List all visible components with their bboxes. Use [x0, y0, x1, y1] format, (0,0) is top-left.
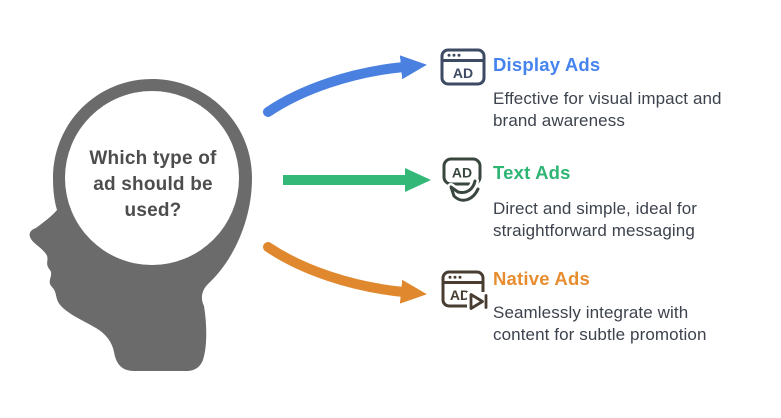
native-ads-icon: AD — [441, 270, 489, 320]
native-ads-description: Seamlessly integrate with content for su… — [493, 303, 707, 344]
browser-window-play-glyph: AD — [441, 270, 489, 312]
display-ads-icon: AD — [440, 48, 486, 98]
arrow-native-ads — [263, 242, 427, 304]
browser-window-ad-glyph: AD — [440, 48, 486, 86]
display-ads-title: Display Ads — [493, 54, 601, 75]
text-ads-description: Direct and simple, ideal for straightfor… — [493, 199, 698, 240]
text-ads-icon: AD — [439, 156, 485, 206]
display-ads-description: Effective for visual impact and brand aw… — [493, 89, 722, 130]
arrow-display-ads — [263, 55, 427, 117]
text-ad-label: AD — [452, 165, 472, 181]
ad-box-click-glyph: AD — [442, 157, 482, 205]
native-ads-title: Native Ads — [493, 268, 590, 289]
thought-bubble — [65, 91, 239, 265]
display-ad-label: AD — [453, 65, 473, 81]
text-ads-title: Text Ads — [493, 162, 571, 183]
native-ad-label: AD — [450, 287, 470, 303]
question-text: Which type of ad should be used? — [89, 148, 217, 221]
